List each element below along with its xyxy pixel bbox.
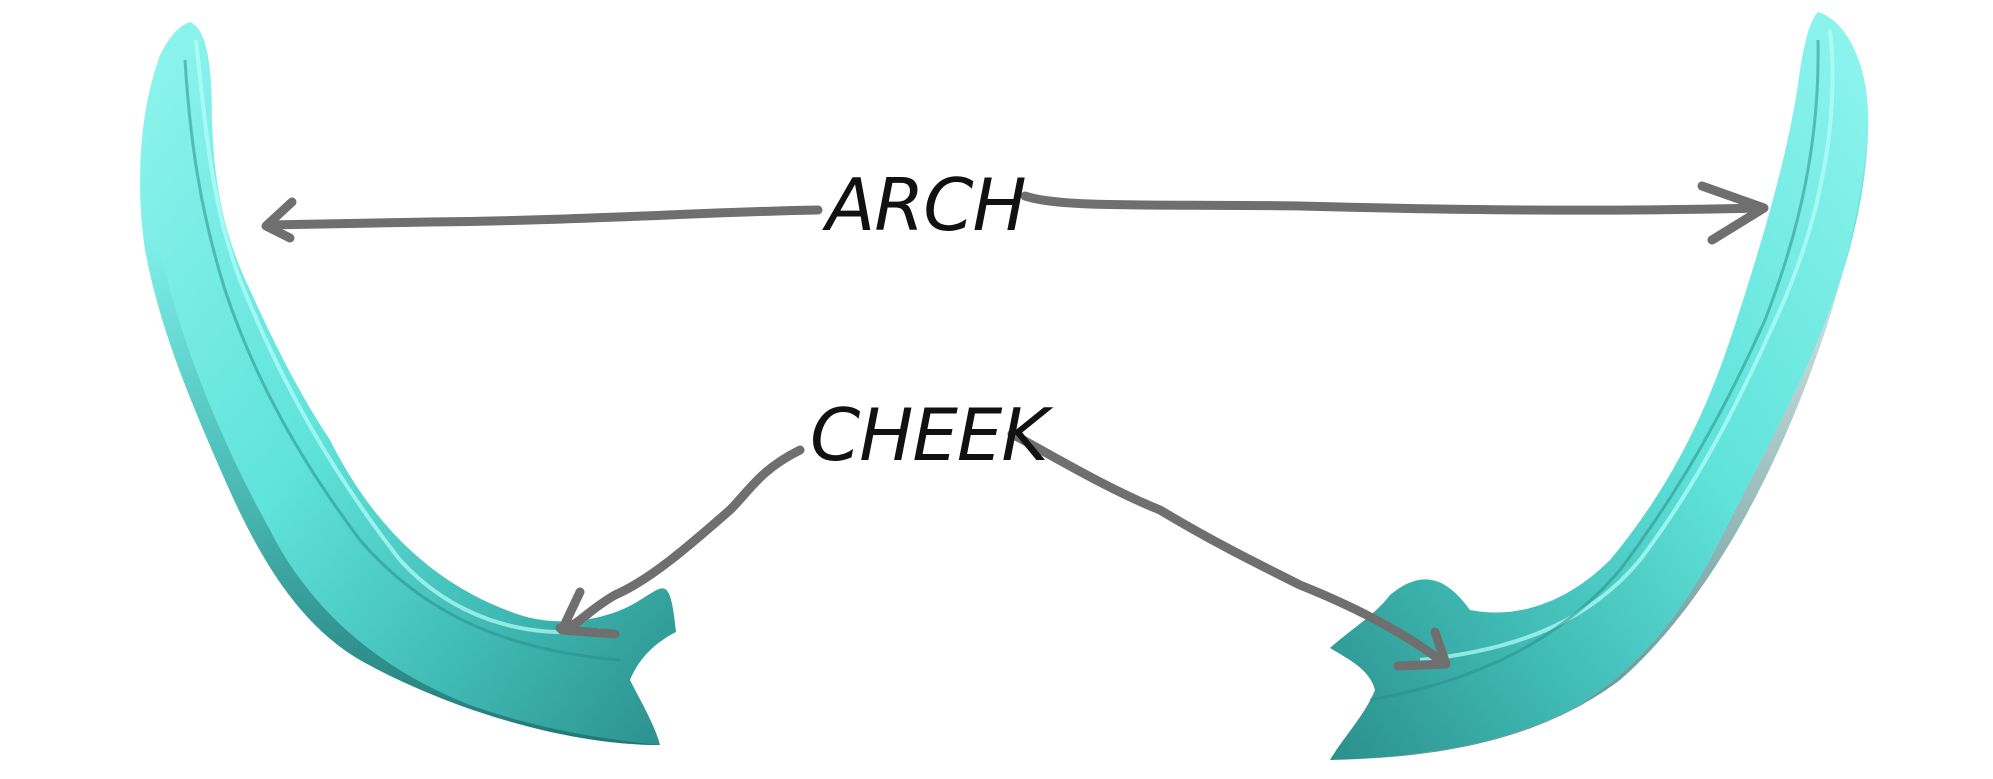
cheek-arrow-right [1007,429,1445,665]
right-arch-shape [1330,12,1869,760]
right-arch-groove [1369,39,1820,702]
left-arch-shadow [145,250,660,745]
right-arch-ridge [1419,29,1835,662]
left-arch-ridge [194,39,601,635]
arch-arrowhead-right [1697,181,1769,245]
right-arch-body [1330,12,1869,760]
arch-arrowhead-left [261,197,297,243]
arch-arrow-right [1020,191,1765,215]
arch-arrow-left [263,205,823,230]
arrows [261,181,1769,671]
cheek-arrowhead-right [1393,627,1451,671]
left-arch-shape [140,22,676,745]
cheek-arrowhead-left [557,587,620,639]
cheek-label: CHEEK [810,393,1053,477]
arch-label: ARCH [822,163,1026,247]
left-arch-groove [183,59,621,662]
cheek-arrow-left [555,445,805,633]
